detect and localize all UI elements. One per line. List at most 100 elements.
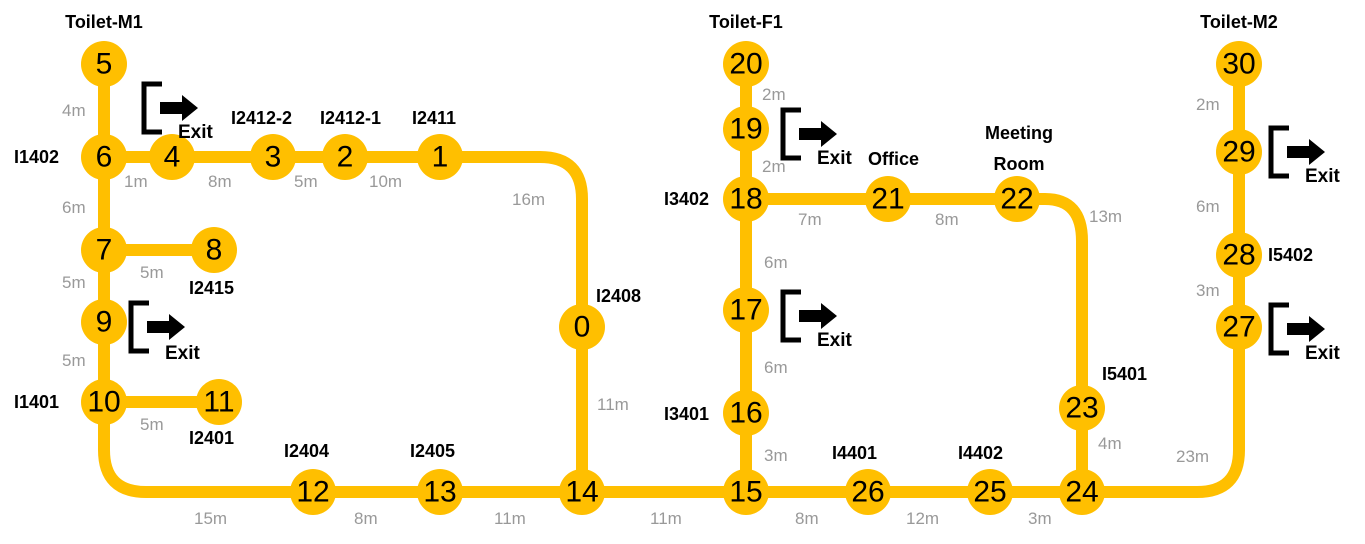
node-8-number: 8 [206, 234, 223, 267]
node-24[interactable]: 24 [1059, 469, 1105, 515]
distance-16-15: 3m [764, 446, 788, 465]
label-i5402: I5402 [1268, 245, 1313, 265]
node-22[interactable]: 22 [994, 176, 1040, 222]
node-23-number: 23 [1065, 392, 1098, 425]
exit-sign-2[interactable]: Exit [128, 300, 201, 364]
distance-14-15: 11m [650, 509, 682, 528]
node-10[interactable]: 10 [81, 379, 127, 425]
node-26[interactable]: 26 [845, 469, 891, 515]
node-1[interactable]: 1 [417, 134, 463, 180]
label-toilet-m1: Toilet-M1 [65, 12, 143, 32]
node-20-number: 20 [729, 48, 762, 81]
node-12-number: 12 [296, 476, 329, 509]
node-13[interactable]: 13 [417, 469, 463, 515]
node-14[interactable]: 14 [559, 469, 605, 515]
exit-label: Exit [1305, 166, 1341, 187]
node-27[interactable]: 27 [1216, 304, 1262, 350]
exit-sign-3[interactable]: Exit [780, 107, 853, 169]
node-11[interactable]: 11 [196, 379, 242, 425]
label-i2404: I2404 [284, 441, 329, 461]
distance-27-24: 23m [1176, 447, 1209, 466]
label-i5401: I5401 [1102, 364, 1147, 384]
node-5-number: 5 [96, 48, 113, 81]
node-15[interactable]: 15 [723, 469, 769, 515]
node-28[interactable]: 28 [1216, 232, 1262, 278]
label-i4402: I4402 [958, 443, 1003, 463]
label-i2411: I2411 [412, 108, 456, 128]
node-11-number: 11 [203, 386, 234, 419]
label-i1402: I1402 [14, 147, 59, 167]
distance-7-9: 5m [62, 273, 86, 292]
node-16[interactable]: 16 [723, 390, 769, 436]
node-18[interactable]: 18 [723, 176, 769, 222]
node-5[interactable]: 5 [81, 41, 127, 87]
node-19[interactable]: 19 [723, 106, 769, 152]
exit-sign-4[interactable]: Exit [780, 289, 853, 351]
node-19-number: 19 [729, 113, 762, 146]
exit-door-icon [1268, 302, 1289, 356]
distance-13-14: 11m [494, 509, 526, 528]
distance-30-29: 2m [1196, 95, 1220, 114]
distance-23-24: 4m [1098, 434, 1122, 453]
node-0[interactable]: 0 [559, 304, 605, 350]
distance-19-18: 2m [762, 157, 786, 176]
distance-6-4: 1m [124, 172, 148, 191]
node-3[interactable]: 3 [250, 134, 296, 180]
node-29[interactable]: 29 [1216, 129, 1262, 175]
node-20[interactable]: 20 [723, 41, 769, 87]
node-21-number: 21 [871, 183, 904, 216]
node-30[interactable]: 30 [1216, 41, 1262, 87]
exit-arrow-icon [147, 314, 185, 340]
distance-10-12: 15m [194, 509, 227, 528]
distance-20-19: 2m [762, 85, 786, 104]
node-15-number: 15 [729, 476, 762, 509]
exit-arrow-icon [799, 121, 837, 147]
node-2-number: 2 [337, 141, 354, 174]
node-9-number: 9 [96, 306, 113, 339]
label-i3402: I3402 [664, 189, 709, 209]
distance-0-14: 11m [597, 395, 629, 414]
corridor-22-24 [1011, 193, 1088, 498]
node-25[interactable]: 25 [967, 469, 1013, 515]
node-18-number: 18 [729, 183, 762, 216]
node-22-number: 22 [1000, 183, 1033, 216]
node-13-number: 13 [423, 476, 456, 509]
distance-18-21: 7m [798, 210, 822, 229]
node-2[interactable]: 2 [322, 134, 368, 180]
label-i2401: I2401 [189, 428, 234, 448]
distance-labels: 4m 1m 8m 5m 10m 16m 6m 5m 5m 5m 5m 15m 8… [62, 85, 1220, 528]
node-3-number: 3 [265, 141, 282, 174]
distance-25-24: 3m [1028, 509, 1052, 528]
distance-5-6: 4m [62, 101, 86, 120]
place-labels: Toilet-M1 Toilet-F1 Toilet-M2 I1402 I241… [14, 12, 1313, 463]
label-i2405: I2405 [410, 441, 455, 461]
node-8[interactable]: 8 [191, 227, 237, 273]
label-i2412-1: I2412-1 [320, 108, 381, 128]
node-21[interactable]: 21 [865, 176, 911, 222]
node-10-number: 10 [87, 386, 120, 419]
distance-3-2: 5m [294, 172, 318, 191]
label-i2408: I2408 [596, 286, 641, 306]
node-4[interactable]: 4 [149, 134, 195, 180]
node-9[interactable]: 9 [81, 299, 127, 345]
label-meeting: Meeting [985, 123, 1053, 143]
distance-6-7: 6m [62, 198, 86, 217]
exit-arrow-icon [799, 303, 837, 329]
exit-sign-6[interactable]: Exit [1268, 302, 1341, 364]
node-6[interactable]: 6 [81, 134, 127, 180]
node-17-number: 17 [729, 294, 762, 327]
node-12[interactable]: 12 [290, 469, 336, 515]
exit-label: Exit [1305, 343, 1341, 364]
node-23[interactable]: 23 [1059, 385, 1105, 431]
exit-sign-1[interactable]: Exit [141, 81, 214, 143]
distance-17-16: 6m [764, 358, 788, 377]
label-room: Room [994, 154, 1045, 174]
exit-label: Exit [817, 330, 853, 351]
exit-sign-5[interactable]: Exit [1268, 125, 1341, 187]
node-24-number: 24 [1065, 476, 1098, 509]
node-17[interactable]: 17 [723, 287, 769, 333]
distance-4-3: 8m [208, 172, 232, 191]
exit-label: Exit [817, 148, 853, 169]
node-7[interactable]: 7 [81, 227, 127, 273]
